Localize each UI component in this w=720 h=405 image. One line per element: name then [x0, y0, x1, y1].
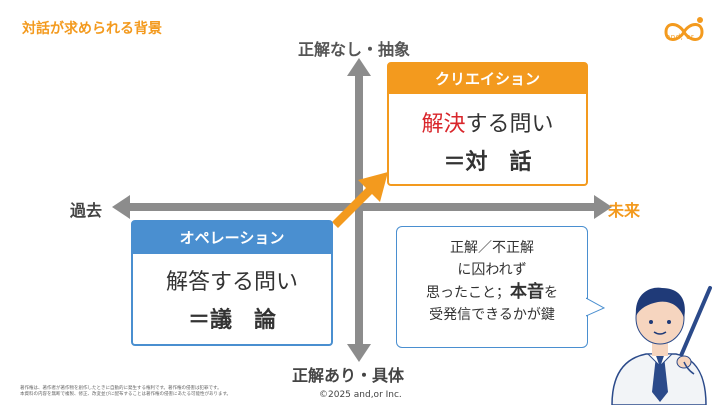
bubble-line3-bold: 本音 — [510, 282, 544, 302]
diagonal-arrow — [332, 172, 388, 228]
creation-line2: ＝対 話 — [443, 150, 532, 175]
creation-line1: 解決する問い — [389, 106, 586, 138]
up-arrowhead — [347, 58, 371, 76]
and-or-logo — [664, 17, 704, 41]
creation-line1-rest: する問い — [465, 112, 554, 137]
bubble-line1: 正解／不正解 — [450, 240, 534, 256]
operation-box: オペレーション 解答する問い ＝議 論 — [131, 220, 333, 346]
copyright-notice-line2: 本資料の内容を無断で複製、修正、改変並びに配布することは著作権の侵害にあたる可能… — [20, 392, 232, 397]
bubble-line2: に囚われず — [457, 262, 527, 278]
axis-label-left: 過去 — [70, 201, 103, 220]
copyright-notice: 著作権は、著作者が著作物を創作したときに自動的に発生する権利です。著作権の侵害は… — [20, 386, 231, 398]
bubble-line3-post: を — [544, 285, 558, 301]
axis-label-top: 正解なし・抽象 — [298, 40, 411, 59]
axis-label-bottom: 正解あり・具体 — [292, 366, 405, 385]
right-arrowhead — [594, 195, 612, 219]
axis-label-right: 未来 — [608, 201, 641, 220]
presenter-illustration — [611, 286, 712, 405]
creation-box: クリエイション 解決する問い ＝対 話 — [387, 62, 588, 186]
creation-header: クリエイション — [389, 64, 586, 94]
copyright-notice-line1: 著作権は、著作者が著作物を創作したときに自動的に発生する権利です。著作権の侵害は… — [20, 386, 222, 391]
bubble-line4: 受発信できるかが鍵 — [429, 307, 555, 323]
speech-bubble: 正解／不正解 に囚われず 思ったこと；本音を 受発信できるかが鍵 — [396, 226, 588, 348]
operation-line1: 解答する問い — [165, 270, 298, 295]
logo-text: and, or — [666, 33, 695, 41]
bubble-line3: 思ったこと；本音を — [397, 281, 587, 304]
operation-header: オペレーション — [133, 222, 331, 254]
slide-title: 対話が求められる背景 — [22, 21, 162, 37]
creation-line1-highlight: 解決 — [421, 112, 466, 137]
down-arrowhead — [347, 344, 371, 362]
bubble-tail — [586, 297, 606, 317]
copyright: ©2025 and,or Inc. — [319, 390, 402, 400]
operation-line2: ＝議 論 — [187, 308, 276, 333]
left-arrowhead — [112, 195, 130, 219]
bubble-line3-pre: 思ったこと； — [426, 285, 510, 301]
